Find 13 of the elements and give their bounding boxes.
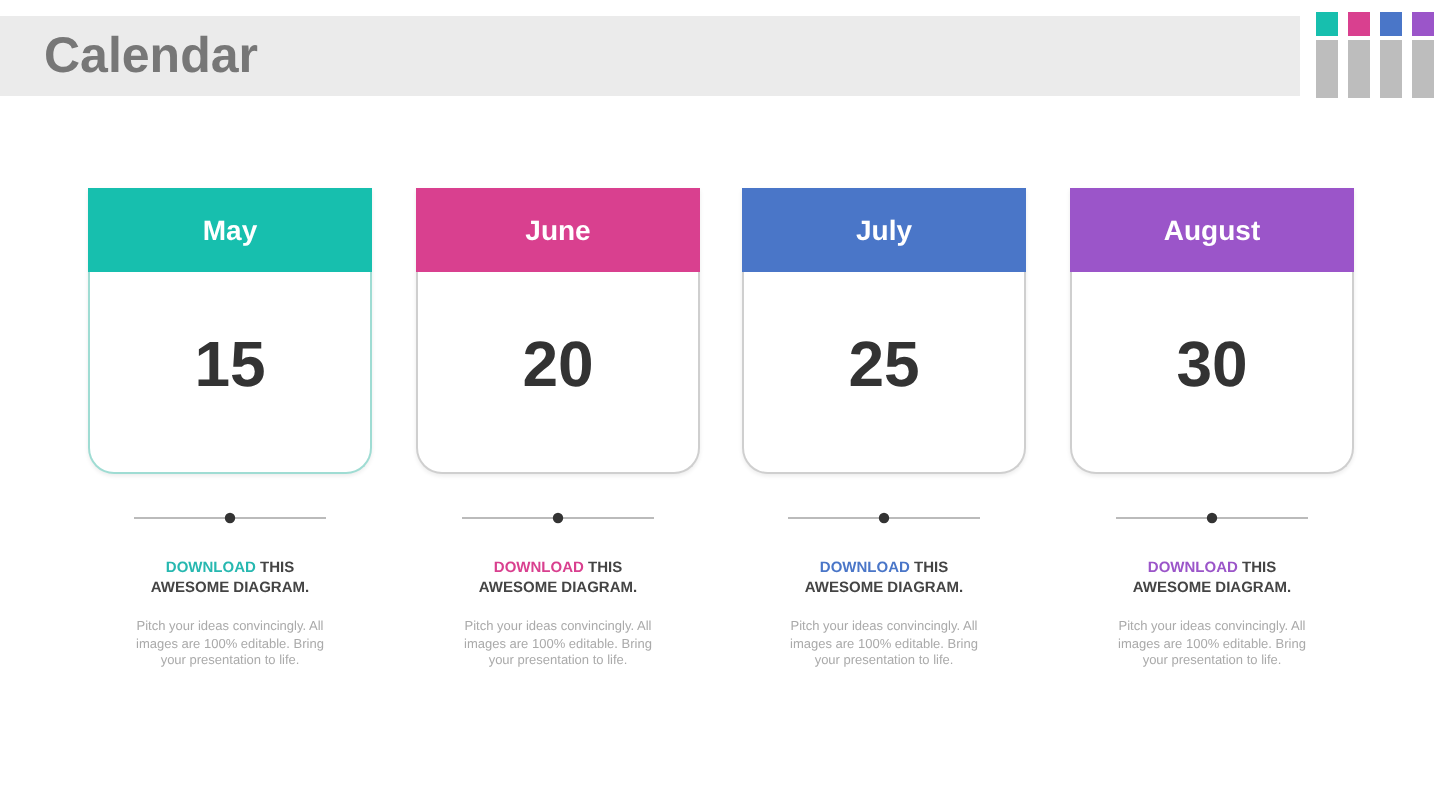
day-number: 20 <box>520 326 596 404</box>
month-header: May <box>88 188 372 272</box>
day-number: 15 <box>192 326 268 404</box>
calendar-card <box>742 188 1026 474</box>
month-header: August <box>1070 188 1354 272</box>
calendar-card <box>1070 188 1354 474</box>
day-number: 30 <box>1174 326 1250 404</box>
calendar-card <box>88 188 372 474</box>
title: Calendar <box>44 30 258 84</box>
calendar-card <box>416 188 700 474</box>
month-header: July <box>742 188 1026 272</box>
month-header: June <box>416 188 700 272</box>
day-number: 25 <box>846 326 922 404</box>
